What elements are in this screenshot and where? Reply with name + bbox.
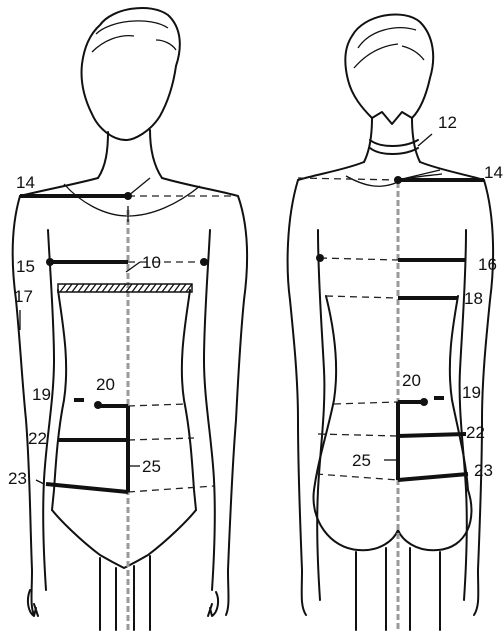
front-label-22: 22	[28, 429, 47, 448]
back-head	[345, 14, 433, 124]
back-label-20: 20	[402, 371, 421, 390]
back-label-22: 22	[466, 423, 485, 442]
back-label-25: 25	[352, 451, 371, 470]
front-head	[81, 8, 179, 140]
front-neckline	[64, 184, 200, 216]
front-label-17: 17	[14, 287, 33, 306]
front-label-23: 23	[8, 469, 27, 488]
back-collar	[370, 140, 418, 154]
front-label-14: 14	[16, 173, 35, 192]
back-label-23: 23	[474, 461, 493, 480]
front-label-10: 10	[142, 253, 161, 272]
back-label-19: 19	[462, 383, 481, 402]
front-label-20: 20	[96, 375, 115, 394]
back-label-16: 16	[478, 255, 497, 274]
front-label-19: 19	[32, 385, 51, 404]
back-label-14: 14	[484, 163, 503, 182]
front-label-25: 25	[142, 457, 161, 476]
front-label-15: 15	[16, 257, 35, 276]
back-label-12: 12	[438, 113, 457, 132]
back-label-18: 18	[464, 289, 483, 308]
back-figure: 12 14 16 18 20 19 22 25 23	[288, 14, 503, 630]
front-figure: 14 15 10 17 19 20 22 25 23	[8, 8, 247, 630]
